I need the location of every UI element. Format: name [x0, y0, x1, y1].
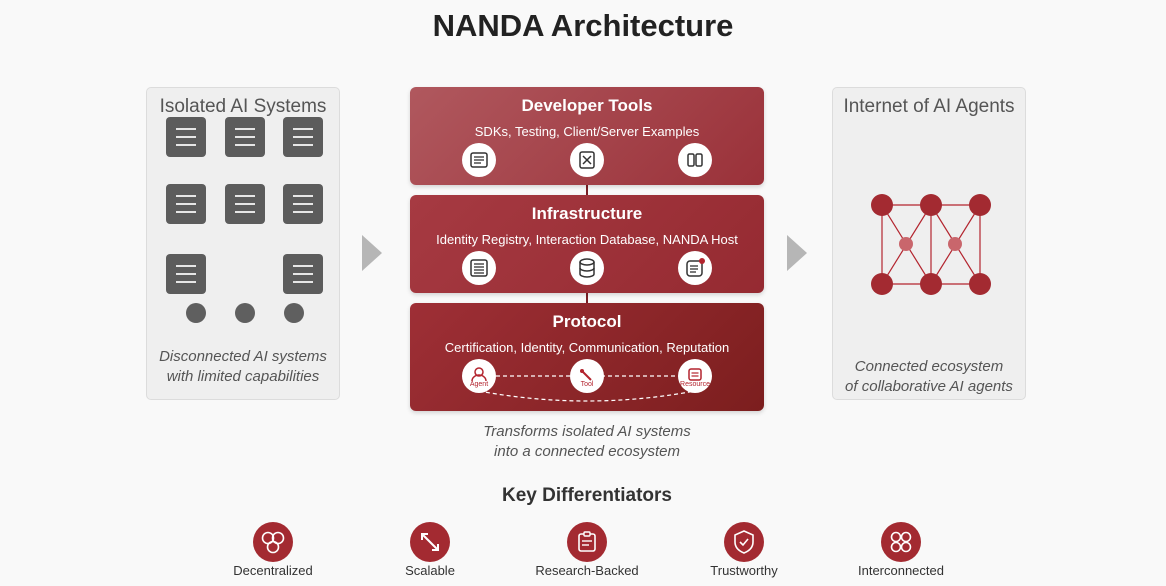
agent-node [969, 194, 991, 216]
agent-icon: Agent [462, 359, 496, 393]
layer-title: Developer Tools [521, 96, 653, 115]
server-icon [166, 254, 206, 294]
differentiator-label: Scalable [405, 563, 455, 578]
node-dot [186, 303, 206, 323]
server-icon [166, 117, 206, 157]
caption-line: Connected ecosystem [854, 358, 1004, 375]
developer-tools-layer: Developer Tools SDKs, Testing, Client/Se… [410, 87, 764, 185]
differentiator-label: Trustworthy [710, 563, 778, 578]
protocol-links [478, 375, 696, 402]
link-hub [899, 237, 913, 251]
tool-label: Tool [580, 381, 594, 388]
server-icon [283, 254, 323, 294]
caption-line: Transforms isolated AI systems [483, 423, 691, 440]
agent-node [969, 273, 991, 295]
key-differentiators-title: Key Differentiators [502, 485, 672, 506]
link-hub [948, 237, 962, 251]
isolated-systems-caption: Disconnected AI systems with limited cap… [147, 347, 339, 387]
internet-of-agents-caption: Connected ecosystem of collaborative AI … [833, 357, 1025, 397]
server-icon [225, 117, 265, 157]
node-dot [284, 303, 304, 323]
agent-label: Agent [469, 381, 489, 388]
isolated-systems-panel: Isolated AI Systems Disconnected AI syst… [146, 87, 340, 400]
test-box-icon [570, 143, 604, 177]
layer-title: Infrastructure [531, 204, 643, 223]
caption-line: Disconnected AI systems [159, 348, 327, 365]
protocol-layer: Protocol Certification, Identity, Commun… [410, 303, 764, 411]
interconnected-icon [881, 522, 921, 562]
differentiator-label: Interconnected [857, 563, 944, 578]
server-icon [166, 184, 206, 224]
layer-connector [586, 293, 588, 303]
differentiator-label: Research-Backed [535, 563, 639, 578]
agent-node [920, 194, 942, 216]
decentralized-icon [253, 522, 293, 562]
server-icon [283, 117, 323, 157]
arrow-right-icon [362, 235, 382, 271]
infrastructure-layer: Infrastructure Identity Registry, Intera… [410, 195, 764, 293]
document-icon [462, 143, 496, 177]
caption-line: of collaborative AI agents [845, 378, 1013, 395]
caption-line: into a connected ecosystem [494, 443, 680, 460]
agent-node [871, 194, 893, 216]
differentiator-decentralized: Decentralized [203, 522, 343, 578]
agent-node [920, 273, 942, 295]
internet-of-agents-title: Internet of AI Agents [843, 96, 1015, 117]
differentiator-label: Decentralized [233, 563, 313, 578]
tool-icon: Tool [570, 359, 604, 393]
columns-icon [678, 143, 712, 177]
layer-connector [586, 185, 588, 195]
resource-label: Resource [680, 381, 710, 388]
server-icon [283, 184, 323, 224]
isolated-systems-title: Isolated AI Systems [159, 96, 327, 117]
internet-of-agents-panel: Internet of AI Agents Co [832, 87, 1026, 400]
server-icon [225, 184, 265, 224]
layer-subtitle: SDKs, Testing, Client/Server Examples [474, 124, 700, 139]
layer-title: Protocol [552, 312, 622, 331]
layer-subtitle: Certification, Identity, Communication, … [444, 340, 730, 355]
layer-subtitle: Identity Registry, Interaction Database,… [436, 232, 738, 247]
resource-icon: Resource [678, 359, 712, 393]
differentiator-trustworthy: Trustworthy [674, 522, 814, 578]
center-caption: Transforms isolated AI systems into a co… [410, 422, 764, 462]
agent-node [871, 273, 893, 295]
differentiator-interconnected: Interconnected [831, 522, 971, 578]
shield-check-icon [724, 522, 764, 562]
caption-line: with limited capabilities [166, 368, 320, 385]
node-dot [235, 303, 255, 323]
agent-network-graphic [871, 194, 991, 295]
arrow-right-icon [787, 235, 807, 271]
host-icon [678, 251, 712, 285]
scalable-icon [410, 522, 450, 562]
database-icon [570, 251, 604, 285]
differentiator-scalable: Scalable [360, 522, 500, 578]
page-title: NANDA Architecture [432, 8, 734, 43]
differentiator-research-backed: Research-Backed [517, 522, 657, 578]
research-icon [567, 522, 607, 562]
list-icon [462, 251, 496, 285]
